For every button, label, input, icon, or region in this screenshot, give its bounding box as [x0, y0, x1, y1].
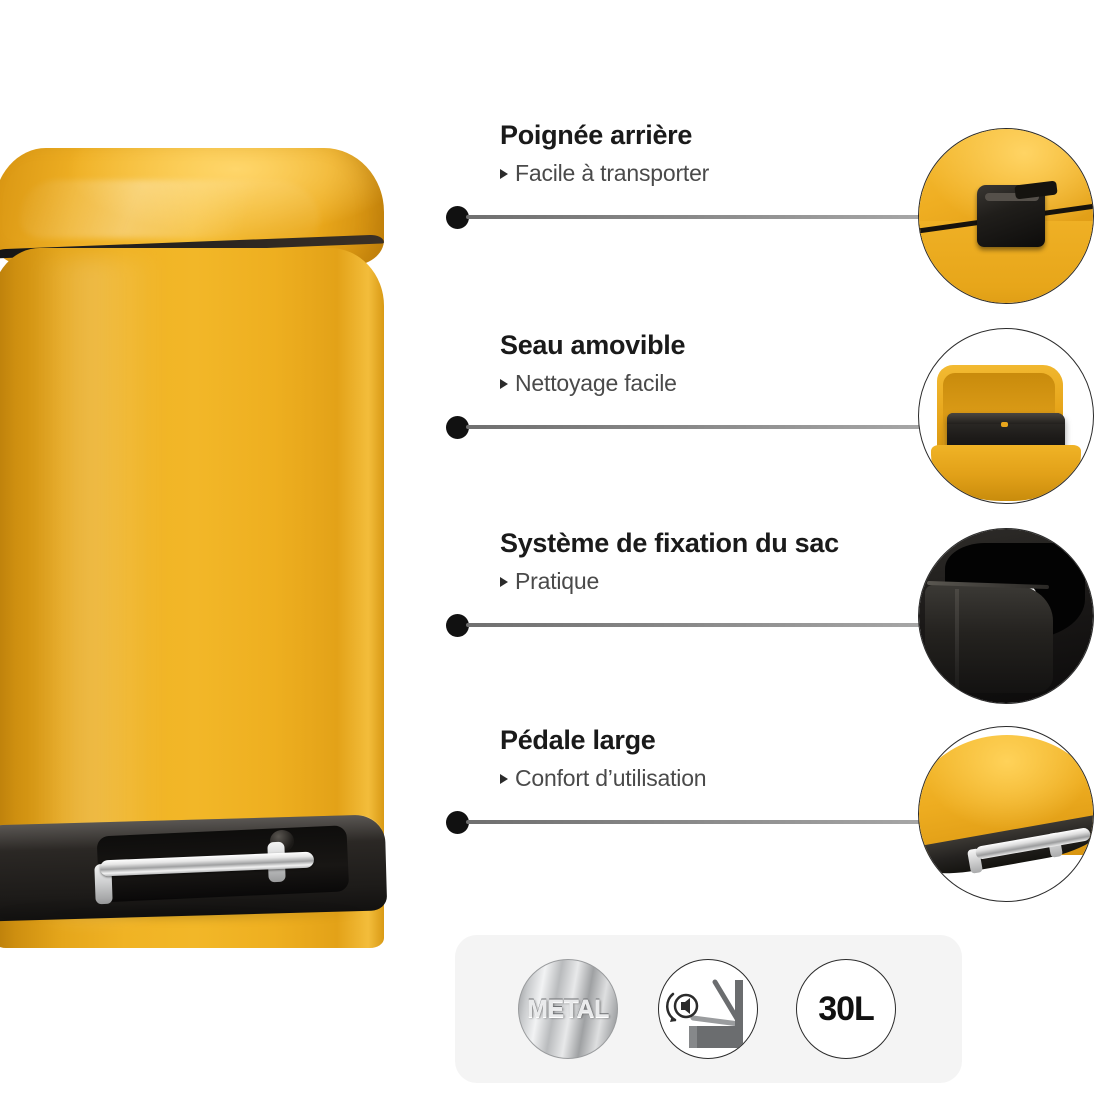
thumb2-bucket-rim: [947, 413, 1065, 424]
thumb3-front-wall: [925, 585, 1053, 693]
leader-dot: [446, 811, 469, 834]
specs-badge-bar: METAL 30L: [455, 935, 962, 1083]
feature-subtitle: Pratique: [500, 568, 599, 595]
feature-title: Pédale large: [500, 725, 656, 755]
feature-subtitle: Confort d’utilisation: [500, 765, 707, 792]
bullet-arrow-icon: [500, 379, 508, 389]
thumb1-handle-slot: [985, 193, 1039, 201]
thumb2-bin-front: [931, 445, 1081, 501]
leader-dot: [446, 614, 469, 637]
badge-soft-close: [658, 959, 758, 1059]
floor-shadow: [0, 904, 370, 922]
thumb2-bucket-mark: [1001, 422, 1008, 427]
thumb-rear-handle: [918, 128, 1094, 304]
leader-line: [466, 623, 936, 627]
leader-line: [466, 215, 936, 219]
bullet-arrow-icon: [500, 577, 508, 587]
badge-capacity-label: 30L: [818, 989, 875, 1028]
body-highlight: [32, 258, 162, 918]
feature-title: Système de fixation du sac: [500, 528, 839, 558]
feature-subtitle: Facile à transporter: [500, 160, 709, 187]
feature-subtitle: Nettoyage facile: [500, 370, 677, 397]
main-product-image: [0, 130, 410, 948]
leader-dot: [446, 416, 469, 439]
thumb-wide-pedal: [918, 726, 1094, 902]
feature-title: Poignée arrière: [500, 120, 693, 150]
badge-capacity: 30L: [796, 959, 896, 1059]
feature-title: Seau amovible: [500, 330, 686, 360]
bullet-arrow-icon: [500, 774, 508, 784]
badge-metal-label: METAL: [527, 994, 609, 1023]
badge-metal: METAL: [518, 959, 618, 1059]
bullet-arrow-icon: [500, 169, 508, 179]
thumb-removable-bucket: [918, 328, 1094, 504]
lid-highlight: [20, 180, 320, 238]
thumb-bag-fixing-system: [918, 528, 1094, 704]
leader-line: [466, 820, 936, 824]
soft-close-silent-icon: [666, 979, 743, 1048]
thumb3-rib: [955, 589, 959, 693]
leader-dot: [446, 206, 469, 229]
leader-line: [466, 425, 936, 429]
